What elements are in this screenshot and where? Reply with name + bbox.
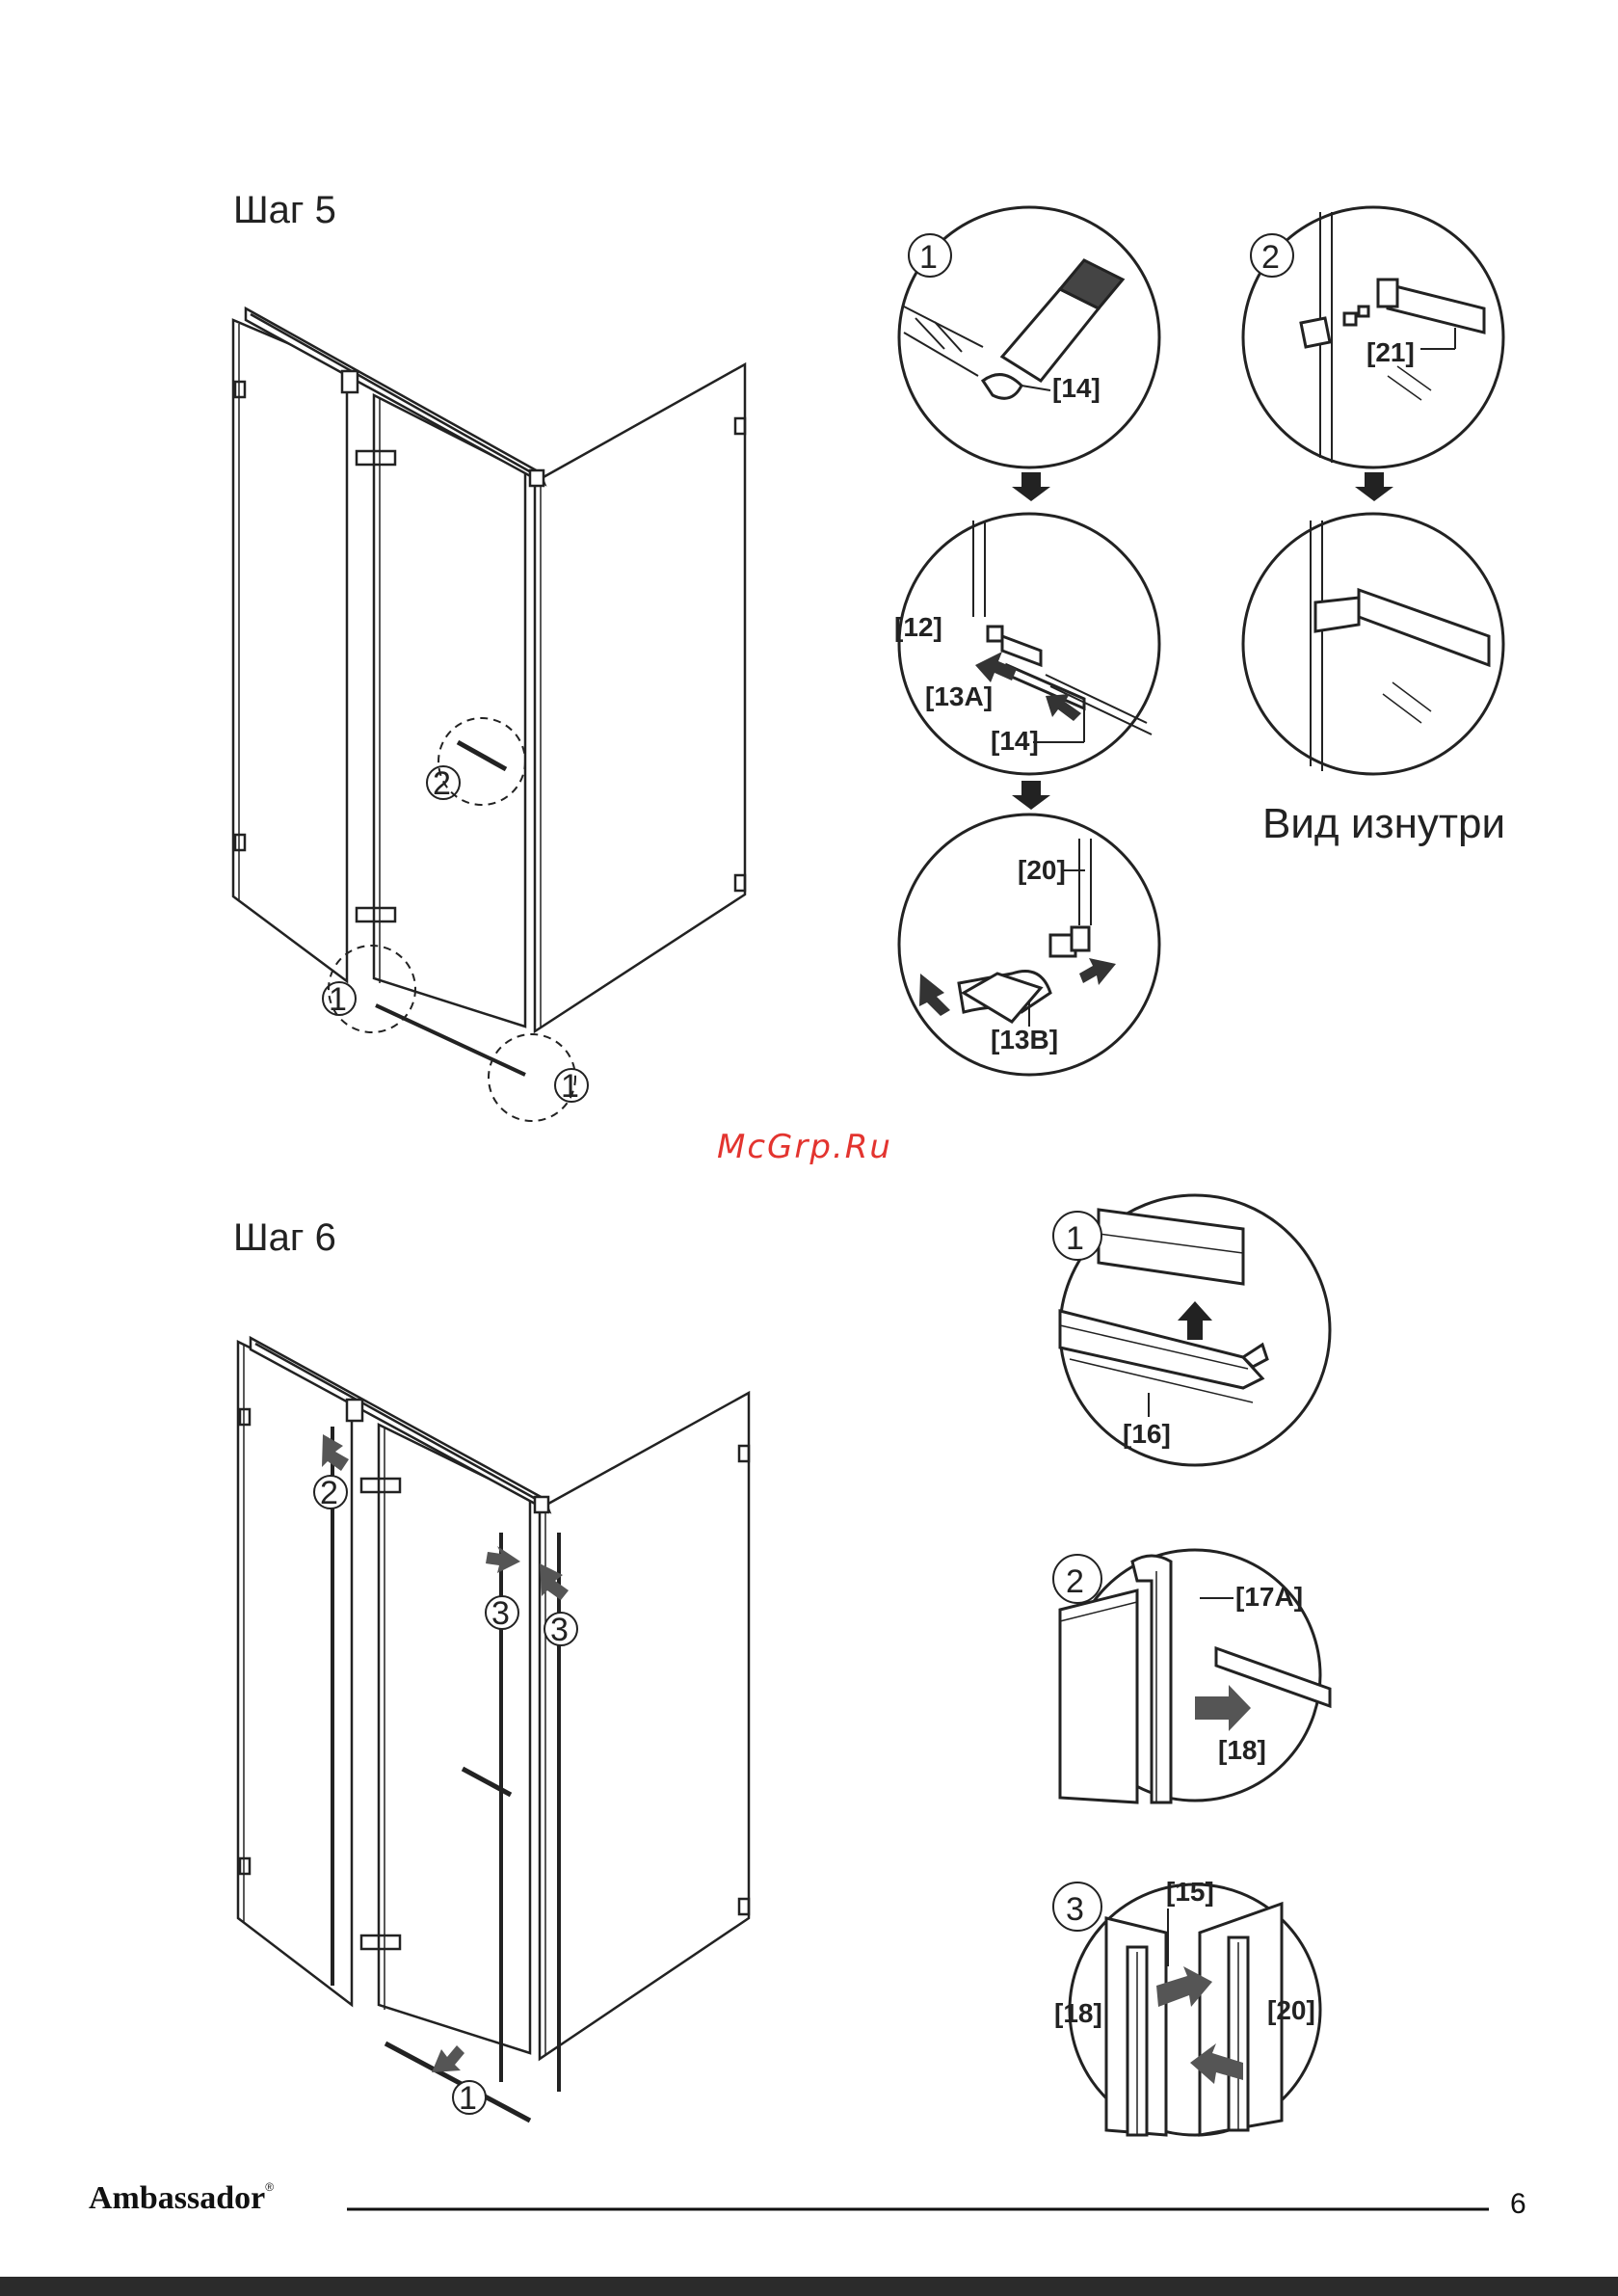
step6-label-16: [16]: [1123, 1419, 1171, 1449]
step5-label-14b: [14]: [991, 726, 1039, 756]
footer-brand: Ambassador®: [89, 2180, 274, 2217]
step5-marker-2: 2: [433, 765, 451, 802]
step6-label-17a: [17A]: [1235, 1582, 1303, 1612]
watermark: McGrp.Ru: [717, 1128, 892, 1166]
step5-detail1-number: 1: [919, 239, 938, 276]
arrow-up-icon: [432, 2045, 464, 2072]
brand-logo: Ambassador: [89, 2180, 265, 2216]
step5-label-20: [20]: [1018, 855, 1066, 885]
step6-label-18a: [18]: [1218, 1735, 1266, 1765]
step5-marker-1b: 1: [561, 1068, 579, 1105]
page-number: 6: [1510, 2188, 1526, 2221]
registered-mark: ®: [265, 2180, 274, 2194]
step5-label-13a: [13A]: [925, 681, 993, 711]
step6-detail2-number: 2: [1066, 1563, 1084, 1600]
step6-marker-1: 1: [459, 2080, 477, 2117]
step6-label-20: [20]: [1267, 1995, 1315, 2025]
step6-detail3-number: 3: [1066, 1891, 1084, 1928]
step5-label-14a: [14]: [1052, 373, 1101, 403]
step6-enclosure: [238, 1338, 749, 2121]
step5-label-21: [21]: [1366, 337, 1415, 367]
inside-view-caption: Вид изнутри: [1262, 800, 1505, 848]
step5-detail-5: [1243, 514, 1503, 774]
step6-label-18b: [18]: [1054, 1998, 1102, 2028]
step5-enclosure: [233, 308, 745, 1075]
step5-label-13b: [13B]: [991, 1025, 1058, 1055]
arrow-down-icon: [1355, 472, 1393, 501]
arrow-down-icon: [1012, 472, 1050, 501]
step6-marker-2: 2: [320, 1475, 338, 1511]
step5-label-12: [12]: [894, 612, 942, 642]
step6-marker-3b: 3: [550, 1612, 569, 1648]
step5-marker-1a: 1: [329, 981, 347, 1018]
step6-label-15: [15]: [1166, 1877, 1214, 1907]
step6-detail1-number: 1: [1066, 1220, 1084, 1257]
bottom-bar: [0, 2277, 1618, 2296]
arrow-down-icon: [1012, 781, 1050, 810]
step5-detail4-number: 2: [1261, 239, 1280, 276]
step6-marker-3a: 3: [491, 1595, 510, 1632]
